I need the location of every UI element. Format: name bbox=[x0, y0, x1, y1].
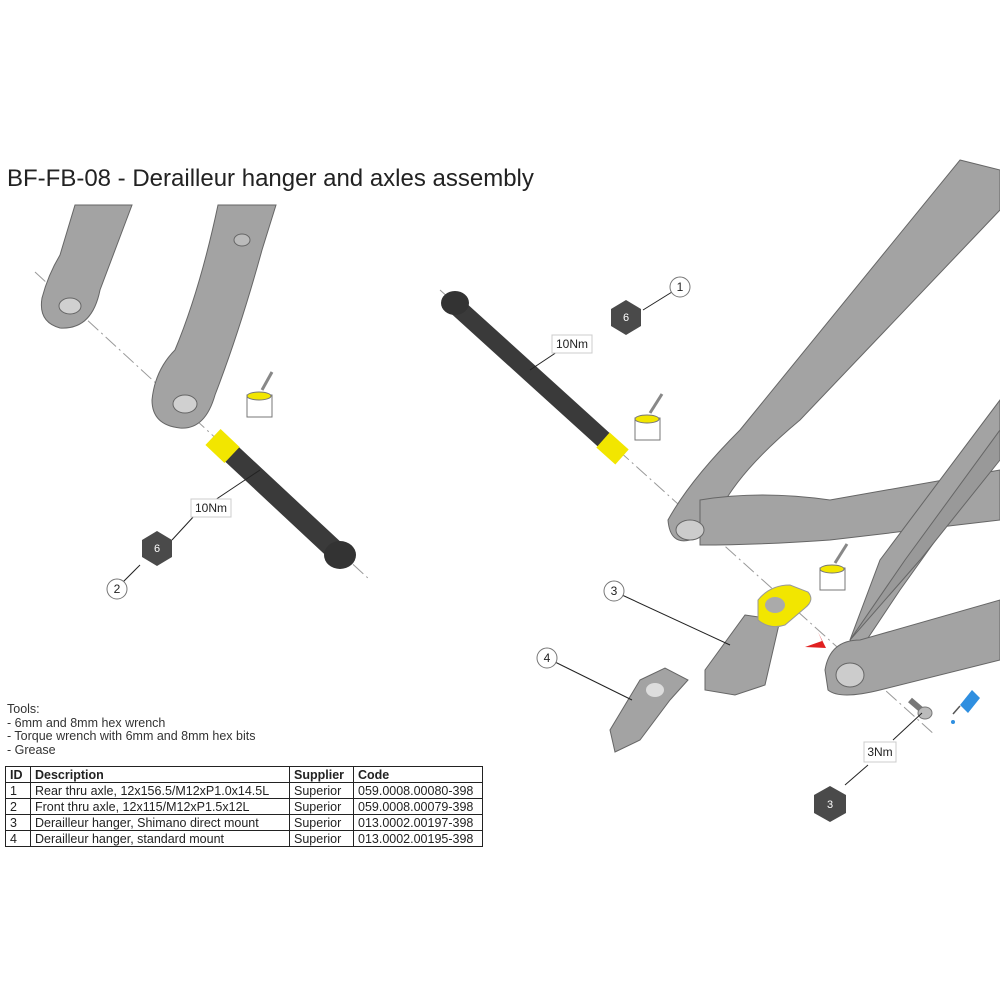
svg-text:4: 4 bbox=[544, 651, 551, 665]
parts-table: ID Description Supplier Code 1 Rear thru… bbox=[5, 766, 483, 847]
cell-supplier: Superior bbox=[289, 782, 354, 799]
grease-icon bbox=[819, 543, 849, 591]
tools-heading: Tools: bbox=[7, 702, 40, 716]
cell-description: Front thru axle, 12x115/M12xP1.5x12L bbox=[30, 798, 290, 815]
hanger-bolt bbox=[908, 697, 933, 720]
header-description: Description bbox=[30, 766, 290, 783]
header-code: Code bbox=[353, 766, 483, 783]
hex-key-badge-bolt: 3 bbox=[814, 786, 846, 822]
fork-leg-right bbox=[151, 204, 277, 429]
part-id-circle-4: 4 bbox=[536, 647, 558, 669]
cell-id: 2 bbox=[5, 798, 31, 815]
grease-icon bbox=[634, 393, 664, 441]
tool-item: - 6mm and 8mm hex wrench bbox=[7, 715, 166, 730]
svg-text:1: 1 bbox=[677, 280, 684, 294]
cell-id: 1 bbox=[5, 782, 31, 799]
front-thru-axle bbox=[205, 429, 356, 569]
hex-key-badge-front: 6 bbox=[142, 531, 172, 566]
cell-description: Derailleur hanger, standard mount bbox=[30, 830, 290, 847]
cell-id: 4 bbox=[5, 830, 31, 847]
torque-label-front: 10Nm bbox=[190, 498, 232, 518]
table-row: 4 Derailleur hanger, standard mount Supe… bbox=[5, 830, 483, 847]
page-title: BF-FB-08 - Derailleur hanger and axles a… bbox=[7, 165, 534, 192]
cell-description: Rear thru axle, 12x156.5/M12xP1.0x14.5L bbox=[30, 782, 290, 799]
cell-code: 059.0008.00079-398 bbox=[353, 798, 483, 815]
cell-code: 059.0008.00080-398 bbox=[353, 782, 483, 799]
tool-item: - Torque wrench with 6mm and 8mm hex bit… bbox=[7, 729, 256, 743]
torque-label-rear: 10Nm bbox=[551, 334, 593, 354]
part-id-circle-2: 2 bbox=[106, 578, 128, 600]
cell-id: 3 bbox=[5, 814, 31, 831]
svg-text:3: 3 bbox=[611, 584, 618, 598]
svg-text:10Nm: 10Nm bbox=[195, 501, 227, 515]
svg-text:3: 3 bbox=[827, 799, 833, 811]
cell-description: Derailleur hanger, Shimano direct mount bbox=[30, 814, 290, 831]
fork-leg-left bbox=[40, 204, 133, 329]
svg-text:3Nm: 3Nm bbox=[867, 745, 892, 759]
hex-key-badge-rear: 6 bbox=[611, 300, 641, 335]
svg-text:10Nm: 10Nm bbox=[556, 337, 588, 351]
svg-text:2: 2 bbox=[114, 582, 121, 596]
bike-frame-rear bbox=[667, 159, 1000, 696]
svg-text:6: 6 bbox=[154, 543, 160, 555]
derailleur-hanger-standard bbox=[609, 667, 689, 753]
rear-thru-axle bbox=[441, 291, 629, 465]
part-id-circle-3: 3 bbox=[603, 580, 625, 602]
svg-text:6: 6 bbox=[623, 312, 629, 324]
table-row: 3 Derailleur hanger, Shimano direct moun… bbox=[5, 814, 483, 831]
red-arrow-icon bbox=[805, 632, 826, 648]
leader-lines bbox=[121, 291, 923, 786]
cell-code: 013.0002.00197-398 bbox=[353, 814, 483, 831]
tools-list: Tools: - 6mm and 8mm hex wrench - Torque… bbox=[7, 702, 256, 757]
threadlock-icon bbox=[951, 690, 980, 724]
table-row: 1 Rear thru axle, 12x156.5/M12xP1.0x14.5… bbox=[5, 782, 483, 799]
cell-code: 013.0002.00195-398 bbox=[353, 830, 483, 847]
table-header-row: ID Description Supplier Code bbox=[5, 766, 483, 783]
header-supplier: Supplier bbox=[289, 766, 354, 783]
derailleur-hanger-shimano bbox=[704, 584, 812, 696]
grease-icon bbox=[246, 371, 274, 418]
torque-label-bolt: 3Nm bbox=[863, 741, 897, 763]
cell-supplier: Superior bbox=[289, 830, 354, 847]
table-row: 2 Front thru axle, 12x115/M12xP1.5x12L S… bbox=[5, 798, 483, 815]
tool-item: - Grease bbox=[7, 742, 56, 757]
cell-supplier: Superior bbox=[289, 798, 354, 815]
part-id-circle-1: 1 bbox=[669, 276, 691, 298]
cell-supplier: Superior bbox=[289, 814, 354, 831]
header-id: ID bbox=[5, 766, 31, 783]
